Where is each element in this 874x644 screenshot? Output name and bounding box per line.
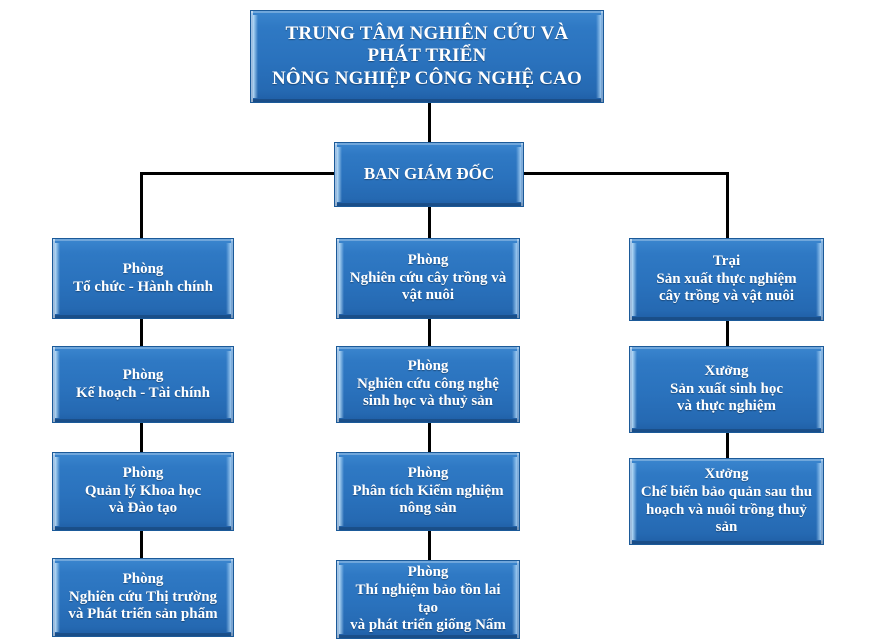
- node-right-3-label: Xưởng Chế biến bảo quản sau thu hoạch và…: [640, 466, 813, 536]
- node-center-3-label: Phòng Phân tích Kiểm nghiệm nông sản: [352, 464, 504, 517]
- connector-center-1-2: [428, 318, 431, 346]
- node-board-of-directors[interactable]: BAN GIÁM ĐỐC: [334, 142, 524, 207]
- node-center-2-label: Phòng Nghiên cứu công nghệ sinh học và t…: [357, 357, 499, 410]
- connector-root-to-director: [428, 102, 431, 142]
- node-right-2-biological-production-workshop[interactable]: Xưởng Sản xuất sinh học và thực nghiệm: [629, 346, 824, 433]
- node-left-2-label: Phòng Kế hoạch - Tài chính: [76, 366, 210, 401]
- node-root-label: TRUNG TÂM NGHIÊN CỨU VÀ PHÁT TRIỂN NÔNG …: [271, 22, 583, 89]
- node-center-4-label: Phòng Thí nghiệm bảo tồn lai tạo và phát…: [350, 564, 506, 634]
- node-center-3-agricultural-product-testing[interactable]: Phòng Phân tích Kiểm nghiệm nông sản: [336, 452, 520, 531]
- node-left-3-label: Phòng Quản lý Khoa học và Đào tạo: [84, 464, 202, 517]
- connector-center-3-4: [428, 530, 431, 560]
- node-left-1-label: Phòng Tổ chức - Hành chính: [73, 260, 213, 295]
- connector-right-2-3: [726, 432, 729, 458]
- connector-right-1-2: [726, 320, 729, 346]
- node-root-center[interactable]: TRUNG TÂM NGHIÊN CỨU VÀ PHÁT TRIỂN NÔNG …: [250, 10, 604, 103]
- node-center-1-label: Phòng Nghiên cứu cây trồng và vật nuôi: [349, 251, 507, 304]
- connector-left-branch-drop: [140, 172, 143, 238]
- node-center-1-crop-livestock-research[interactable]: Phòng Nghiên cứu cây trồng và vật nuôi: [336, 238, 520, 319]
- node-right-1-label: Trại Sản xuất thực nghiệm cây trồng và v…: [656, 252, 797, 305]
- node-left-4-label: Phòng Nghiên cứu Thị trường và Phát triể…: [68, 570, 218, 623]
- connector-right-branch-drop: [726, 172, 729, 238]
- connector-left-2-3: [140, 422, 143, 452]
- connector-director-left-branch: [140, 172, 334, 175]
- connector-center-2-3: [428, 422, 431, 452]
- connector-center-branch-drop: [428, 206, 431, 238]
- node-center-2-biotech-aquaculture-research[interactable]: Phòng Nghiên cứu công nghệ sinh học và t…: [336, 346, 520, 423]
- node-right-2-label: Xưởng Sản xuất sinh học và thực nghiệm: [670, 362, 783, 415]
- connector-left-3-4: [140, 530, 143, 558]
- node-board-of-directors-label: BAN GIÁM ĐỐC: [363, 164, 495, 184]
- node-left-2-planning-finance[interactable]: Phòng Kế hoạch - Tài chính: [52, 346, 234, 423]
- node-center-4-mushroom-conservation-breeding[interactable]: Phòng Thí nghiệm bảo tồn lai tạo và phát…: [336, 560, 520, 639]
- node-right-3-post-harvest-processing-aquaculture-workshop[interactable]: Xưởng Chế biến bảo quản sau thu hoạch và…: [629, 458, 824, 545]
- connector-director-right-branch: [524, 172, 729, 175]
- node-right-1-experimental-production-farm[interactable]: Trại Sản xuất thực nghiệm cây trồng và v…: [629, 238, 824, 321]
- node-left-3-science-management-training[interactable]: Phòng Quản lý Khoa học và Đào tạo: [52, 452, 234, 531]
- connector-left-1-2: [140, 318, 143, 346]
- node-left-1-organization-administration[interactable]: Phòng Tổ chức - Hành chính: [52, 238, 234, 319]
- node-left-4-market-research-product-development[interactable]: Phòng Nghiên cứu Thị trường và Phát triể…: [52, 558, 234, 637]
